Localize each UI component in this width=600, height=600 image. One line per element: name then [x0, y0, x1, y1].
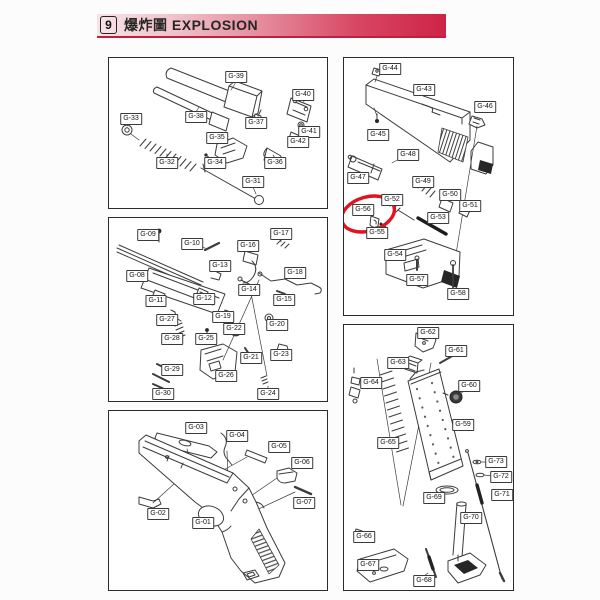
part-label-g-43: G-43	[413, 84, 435, 96]
part-label-g-46: G-46	[474, 101, 496, 113]
part-label-g-40: G-40	[292, 89, 314, 101]
part-label-g-56: G-56	[352, 204, 374, 216]
part-label-g-49: G-49	[412, 176, 434, 188]
page-title: 爆炸圖 EXPLOSION	[124, 17, 259, 33]
part-label-g-20: G-20	[266, 319, 288, 331]
section-number-badge: 9	[100, 16, 117, 34]
part-label-g-63: G-63	[387, 357, 409, 369]
part-label-g-60: G-60	[458, 380, 480, 392]
part-label-g-47: G-47	[347, 172, 369, 184]
part-label-g-19: G-19	[212, 311, 234, 323]
part-label-g-72: G-72	[490, 471, 512, 483]
part-label-g-59: G-59	[452, 419, 474, 431]
part-label-g-31: G-31	[242, 176, 264, 188]
part-label-g-39: G-39	[225, 71, 247, 83]
part-label-g-67: G-67	[357, 559, 379, 571]
section-banner: 9 爆炸圖 EXPLOSION	[97, 14, 446, 38]
part-label-g-15: G-15	[273, 294, 295, 306]
part-label-g-17: G-17	[270, 228, 292, 240]
part-label-g-26: G-26	[215, 370, 237, 382]
part-label-g-01: G-01	[192, 517, 214, 529]
part-label-g-25: G-25	[195, 333, 217, 345]
part-label-g-04: G-04	[226, 430, 248, 442]
part-label-g-08: G-08	[126, 270, 148, 282]
part-label-g-45: G-45	[367, 129, 389, 141]
part-label-g-71: G-71	[491, 489, 513, 501]
part-label-g-11: G-11	[145, 295, 167, 307]
part-label-g-68: G-68	[413, 575, 435, 587]
part-label-g-13: G-13	[209, 260, 231, 272]
part-label-g-44: G-44	[379, 63, 401, 75]
part-label-g-38: G-38	[185, 111, 207, 123]
part-label-g-02: G-02	[147, 508, 169, 520]
part-label-g-73: G-73	[485, 456, 507, 468]
part-label-g-58: G-58	[447, 288, 469, 300]
part-label-g-64: G-64	[360, 377, 382, 389]
part-label-g-30: G-30	[152, 388, 174, 400]
part-label-g-53: G-53	[427, 212, 449, 224]
part-label-g-34: G-34	[204, 157, 226, 169]
part-label-g-03: G-03	[185, 422, 207, 434]
part-label-g-65: G-65	[377, 437, 399, 449]
magazine-group-drawing	[348, 332, 506, 584]
part-label-g-05: G-05	[268, 441, 290, 453]
part-label-g-22: G-22	[223, 323, 245, 335]
part-label-g-61: G-61	[445, 345, 467, 357]
part-label-g-41: G-41	[298, 126, 320, 138]
part-label-g-69: G-69	[423, 492, 445, 504]
part-label-g-23: G-23	[270, 349, 292, 361]
part-label-g-14: G-14	[238, 284, 260, 296]
part-label-g-48: G-48	[397, 149, 419, 161]
part-label-g-37: G-37	[245, 117, 267, 129]
part-label-g-42: G-42	[287, 136, 309, 148]
part-label-g-62: G-62	[417, 327, 439, 339]
part-label-g-32: G-32	[156, 157, 178, 169]
part-label-g-51: G-51	[459, 200, 481, 212]
part-label-g-28: G-28	[161, 333, 183, 345]
part-label-g-10: G-10	[181, 238, 203, 250]
part-label-g-24: G-24	[257, 388, 279, 400]
part-label-g-18: G-18	[284, 267, 306, 279]
part-label-g-07: G-07	[293, 497, 315, 509]
part-label-g-29: G-29	[161, 364, 183, 376]
frame-group-drawing	[138, 432, 313, 584]
part-label-g-36: G-36	[264, 157, 286, 169]
part-label-g-16: G-16	[237, 240, 259, 252]
part-label-g-21: G-21	[240, 352, 262, 364]
part-label-g-70: G-70	[460, 512, 482, 524]
part-label-g-12: G-12	[193, 293, 215, 305]
part-label-g-52: G-52	[381, 194, 403, 206]
part-label-g-66: G-66	[353, 531, 375, 543]
part-label-g-50: G-50	[439, 189, 461, 201]
part-label-g-57: G-57	[406, 274, 428, 286]
part-label-g-27: G-27	[156, 314, 178, 326]
part-label-g-33: G-33	[120, 113, 142, 125]
part-label-g-09: G-09	[137, 229, 159, 241]
part-label-g-06: G-06	[291, 457, 313, 469]
part-label-g-35: G-35	[206, 132, 228, 144]
part-label-g-55: G-55	[366, 227, 388, 239]
part-label-g-54: G-54	[384, 249, 406, 261]
